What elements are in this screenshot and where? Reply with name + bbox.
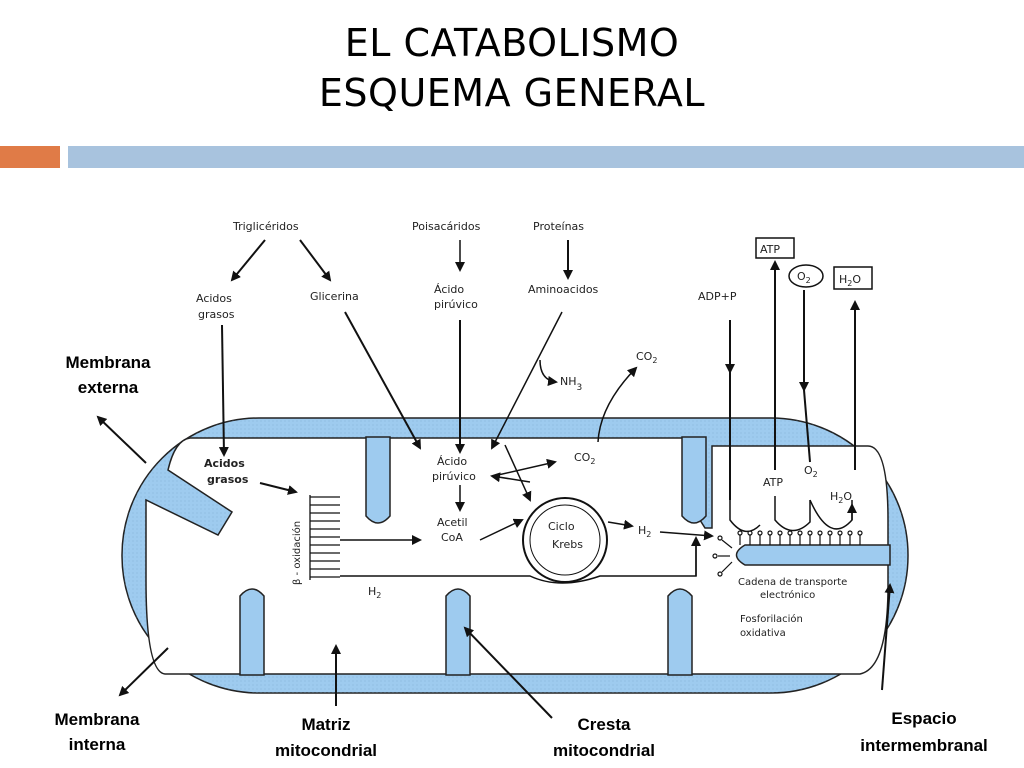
crista-bottom-2 [445,588,471,676]
arrow-acetil-krebs [479,518,524,541]
label-glicerina: Glicerina [310,290,359,303]
label-fosforilacion-1: Fosforilación [740,613,803,625]
arrow-trig-glicerina [299,239,332,282]
label-h2-bottom: H2 [368,585,381,600]
label-aminoacidos: Aminoacidos [528,283,599,296]
label-cresta-2: mitocondrial [553,741,655,760]
atp-loops [729,496,853,533]
arrow-amino-krebs [504,444,532,502]
arrow-to-piruvico-r [490,472,531,483]
arrow-piruvico-co2 [497,458,557,476]
label-trigliceridos: Triglicéridos [232,220,299,233]
arrow-amino-piruvico [491,311,563,450]
accent-bar-orange [0,146,60,168]
label-acidos-grasos-in-2: grasos [207,473,249,486]
arrow-co2-top [597,366,638,443]
crista-bottom-1 [239,588,265,676]
arrow-glicerina-piruvico [344,311,421,450]
label-matriz-2: mitocondrial [275,741,377,760]
label-co2-in: CO2 [574,451,595,466]
o2-ellipse [788,264,824,288]
label-nh3: NH3 [560,375,582,393]
arrow-trig-acidos [230,239,266,282]
label-membrana-interna-1: Membrana [54,710,140,729]
crista-bottom-3 [667,588,693,676]
h2o-box [833,266,873,290]
label-polisacaridos: Poisacáridos [412,220,481,233]
label-o2-in: O2 [804,464,818,479]
krebs-cycle [340,497,697,584]
arrow-o2-in [803,389,811,463]
crista-right [735,544,891,566]
label-h2o-top: H2O [839,273,861,288]
cristae [239,436,891,676]
label-membrana-externa-1: Membrana [65,353,151,372]
accent-bar-blue [68,146,1024,168]
mitochondrion [121,417,909,694]
crista-top-2 [681,436,707,524]
atp-box [755,237,795,259]
label-cadena-2: electrónico [760,589,815,601]
callout-lines [96,415,895,719]
label-ciclo-1: Ciclo [548,520,575,533]
label-proteinas: Proteínas [533,220,584,233]
label-matriz-1: Matriz [301,715,350,734]
label-acido-top-1: Ácido [434,283,464,296]
label-fosforilacion-2: oxidativa [740,628,786,639]
label-acido-in-2: pirúvico [432,470,476,483]
arrow-krebs-h2 [607,519,634,530]
label-ciclo-2: Krebs [552,538,583,551]
label-atp-in: ATP [763,476,783,489]
label-acidos-grasos-in-1: Acidos [204,457,245,470]
title-line-1: EL CATABOLISMO [344,21,680,65]
label-acidos-grasos-top-1: Acidos [196,292,232,305]
crista-top-1 [365,436,391,524]
label-co2-top: CO2 [636,350,657,365]
label-cadena-1: Cadena de transporte [738,577,847,588]
label-h2o-in: H2O [830,490,852,505]
slide-title: EL CATABOLISMO ESQUEMA GENERAL [0,18,1024,118]
label-beta-oxidacion: β - oxidación [291,521,303,585]
label-adp-p: ADP+P [698,290,737,303]
label-h2-right: H2 [638,524,651,539]
arrow-h2-chain [659,530,714,541]
label-espacio-1: Espacio [891,709,956,728]
label-acetil-1: Acetil [437,516,468,529]
label-membrana-interna-2: interna [69,735,126,754]
label-atp-top: ATP [760,243,780,256]
beta-oxidation-comb [309,495,340,580]
label-o2-top: O2 [797,270,811,285]
label-acido-in-1: Ácido [437,455,467,468]
pathway-arrows [218,239,860,576]
electron-transport-chain [712,530,863,577]
arrow-acidos-down [218,324,229,457]
label-acidos-grasos-top-2: grasos [198,308,235,321]
label-cresta-1: Cresta [578,715,631,734]
arrow-nh3 [539,359,558,386]
label-acido-top-2: pirúvico [434,298,478,311]
arrow-acidos-beta [259,482,298,495]
title-line-2: ESQUEMA GENERAL [318,71,706,115]
label-espacio-2: intermembranal [860,736,988,755]
label-acetil-2: CoA [441,531,463,544]
label-membrana-externa-2: externa [78,378,139,397]
